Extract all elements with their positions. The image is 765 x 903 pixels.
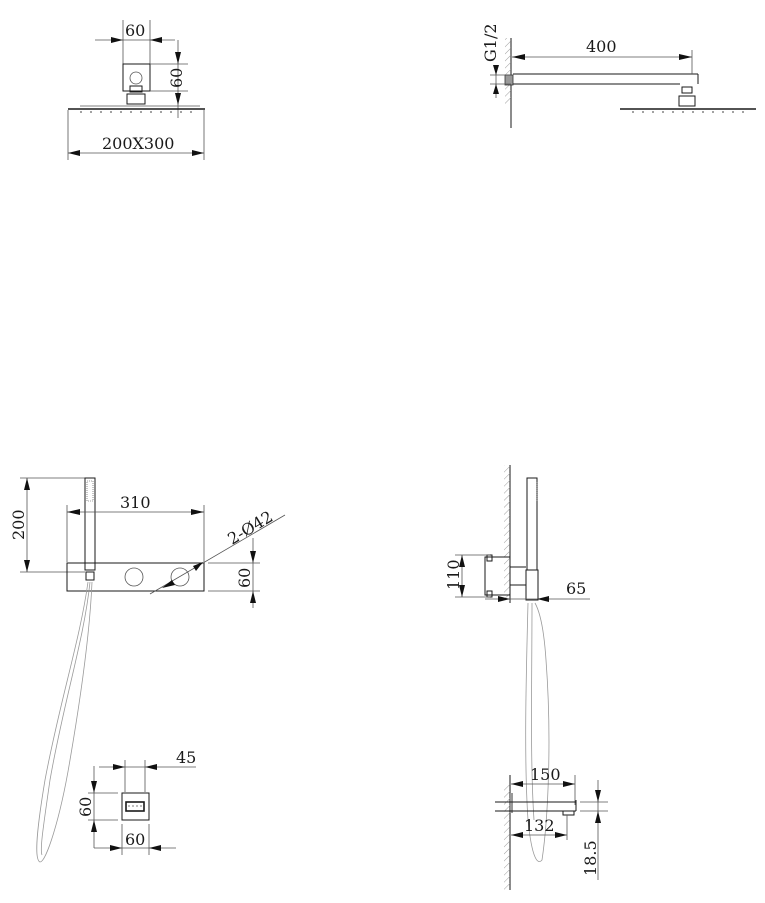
dim-head-size: 200X300 [102, 134, 174, 153]
dim-outlet-distance: 132 [524, 816, 555, 835]
valve-side-view: 110 65 [444, 465, 590, 890]
dim-box-depth: 110 [444, 559, 463, 590]
dim-connector-width: 60 [125, 21, 145, 40]
rain-head-front-view: 60 60 200X300 [67, 20, 205, 160]
dim-spout-thickness: 18.5 [581, 840, 600, 876]
dim-thread: G1/2 [481, 23, 500, 62]
dim-outlet-width: 60 [125, 830, 145, 849]
spout-side-view: 150 132 18.5 [495, 765, 608, 880]
dim-outlet-depth: 45 [176, 748, 196, 767]
dim-plate-height: 60 [235, 568, 254, 588]
valve-front-view: 200 310 2-Ø42 60 [9, 477, 286, 863]
dim-holes: 2-Ø42 [224, 507, 276, 549]
dim-connector-height: 60 [167, 68, 186, 88]
rain-head-side-view: G1/2 400 [481, 23, 756, 128]
dim-outlet-height: 60 [76, 797, 95, 817]
dim-spout-length: 150 [530, 765, 561, 784]
dim-plate-width: 310 [120, 493, 151, 512]
outlet-front-view: 45 60 60 [76, 748, 196, 855]
dim-handshower-height: 200 [9, 509, 28, 540]
dim-projection: 65 [566, 579, 586, 598]
dim-arm-length: 400 [586, 37, 617, 56]
